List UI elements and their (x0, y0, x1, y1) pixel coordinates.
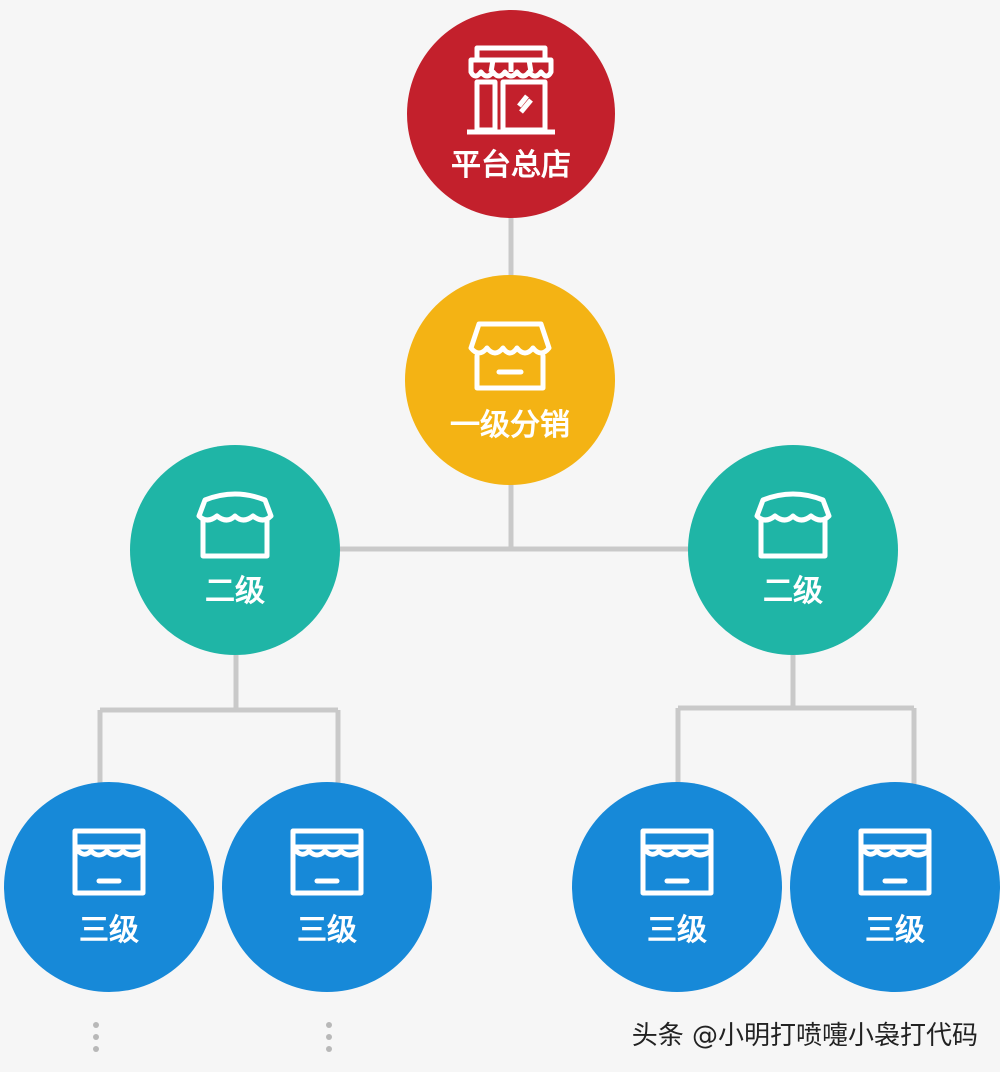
shop-icon (754, 491, 832, 559)
continuation-dots (93, 1022, 101, 1058)
node-label: 二级 (205, 574, 265, 609)
shop-icon (196, 491, 274, 559)
shop-box-icon (858, 828, 932, 896)
node-level2: 二级 (688, 445, 898, 655)
node-level3: 三级 (572, 782, 782, 992)
shop-box-icon (72, 828, 146, 896)
node-label: 一级分销 (450, 408, 570, 443)
node-level2: 二级 (130, 445, 340, 655)
watermark: 头条 @小明打喷嚏小袅打代码 (631, 1021, 978, 1051)
node-level3: 三级 (4, 782, 214, 992)
shop-box-icon (290, 828, 364, 896)
node-label: 平台总店 (451, 148, 571, 183)
node-level1: 一级分销 (405, 275, 615, 485)
shop-box-icon (640, 828, 714, 896)
node-level3: 三级 (790, 782, 1000, 992)
node-root: 平台总店 (407, 10, 615, 218)
node-label: 三级 (647, 913, 707, 948)
shop-awning-icon (468, 321, 552, 391)
node-level3: 三级 (222, 782, 432, 992)
storefront-icon (467, 45, 555, 135)
node-label: 三级 (79, 913, 139, 948)
node-label: 二级 (763, 574, 823, 609)
continuation-dots (326, 1022, 334, 1058)
node-label: 三级 (297, 913, 357, 948)
node-label: 三级 (865, 913, 925, 948)
